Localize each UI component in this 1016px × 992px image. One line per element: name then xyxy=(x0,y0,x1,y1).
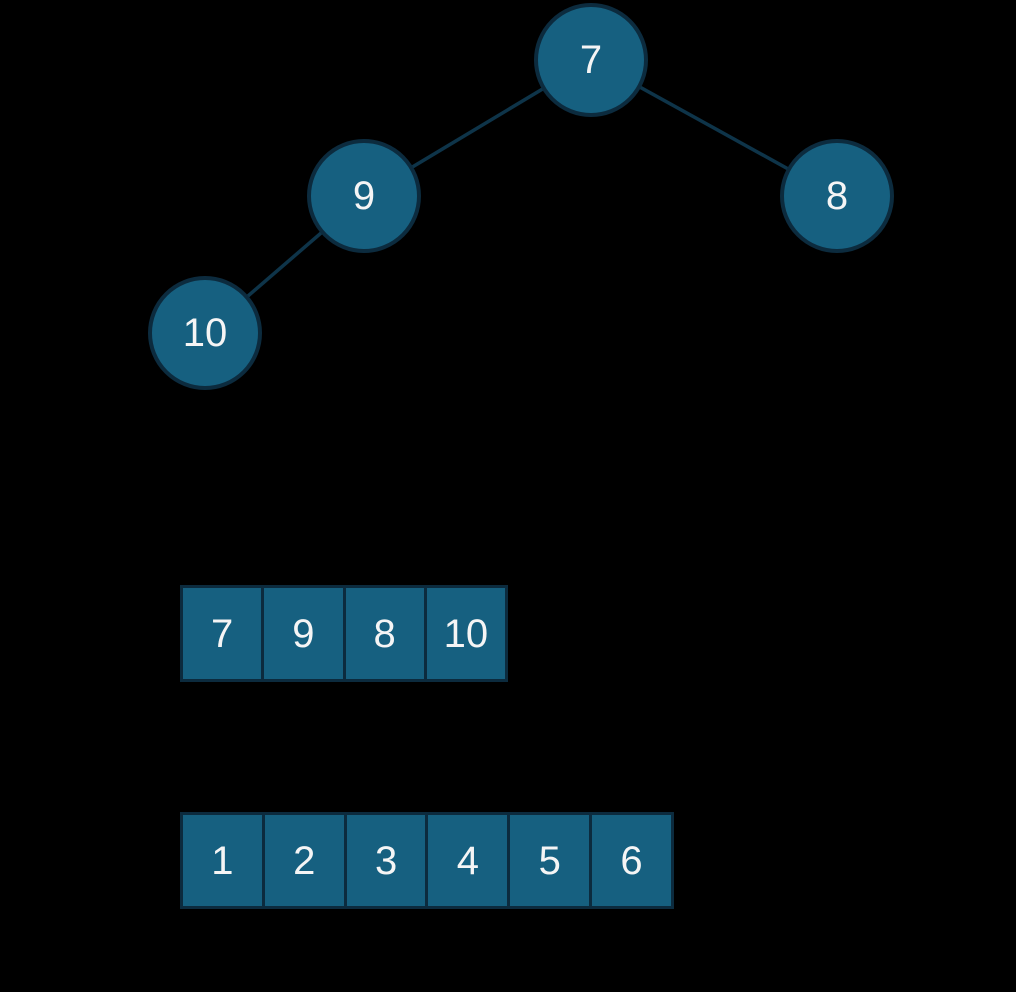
array-cell-value: 1 xyxy=(211,838,234,883)
array-cell-1: 1 xyxy=(183,815,262,906)
array-cell-value: 2 xyxy=(293,838,316,883)
array-cell-value: 10 xyxy=(443,611,489,656)
array-cell-10: 10 xyxy=(426,588,505,679)
array-cell-7: 7 xyxy=(183,588,262,679)
array-cell-8: 8 xyxy=(345,588,424,679)
tree-node-label: 7 xyxy=(579,38,603,82)
tree-node-label: 10 xyxy=(182,311,228,355)
array-cell-value: 8 xyxy=(373,611,396,656)
array-cell-5: 5 xyxy=(510,815,590,906)
array-cell-value: 4 xyxy=(456,838,480,883)
array-cell-2: 2 xyxy=(264,815,344,906)
array-cell-4: 4 xyxy=(428,815,508,906)
tree-node-label: 9 xyxy=(352,174,376,218)
array-top: 7 9 8 10 xyxy=(180,585,508,682)
array-bottom: 1 2 3 4 5 6 xyxy=(180,812,674,909)
tree-node-10: 10 xyxy=(148,276,262,390)
array-cell-9: 9 xyxy=(264,588,343,679)
tree-node-7: 7 xyxy=(534,3,648,117)
array-cell-value: 3 xyxy=(374,838,398,883)
tree-node-label: 8 xyxy=(825,174,849,218)
tree-node-9: 9 xyxy=(307,139,421,253)
tree-node-8: 8 xyxy=(780,139,894,253)
array-cell-6: 6 xyxy=(592,815,671,906)
array-cell-value: 7 xyxy=(211,611,234,656)
array-cell-value: 6 xyxy=(620,838,643,883)
array-cell-3: 3 xyxy=(346,815,426,906)
array-cell-value: 5 xyxy=(538,838,561,883)
array-cell-value: 9 xyxy=(292,611,315,656)
